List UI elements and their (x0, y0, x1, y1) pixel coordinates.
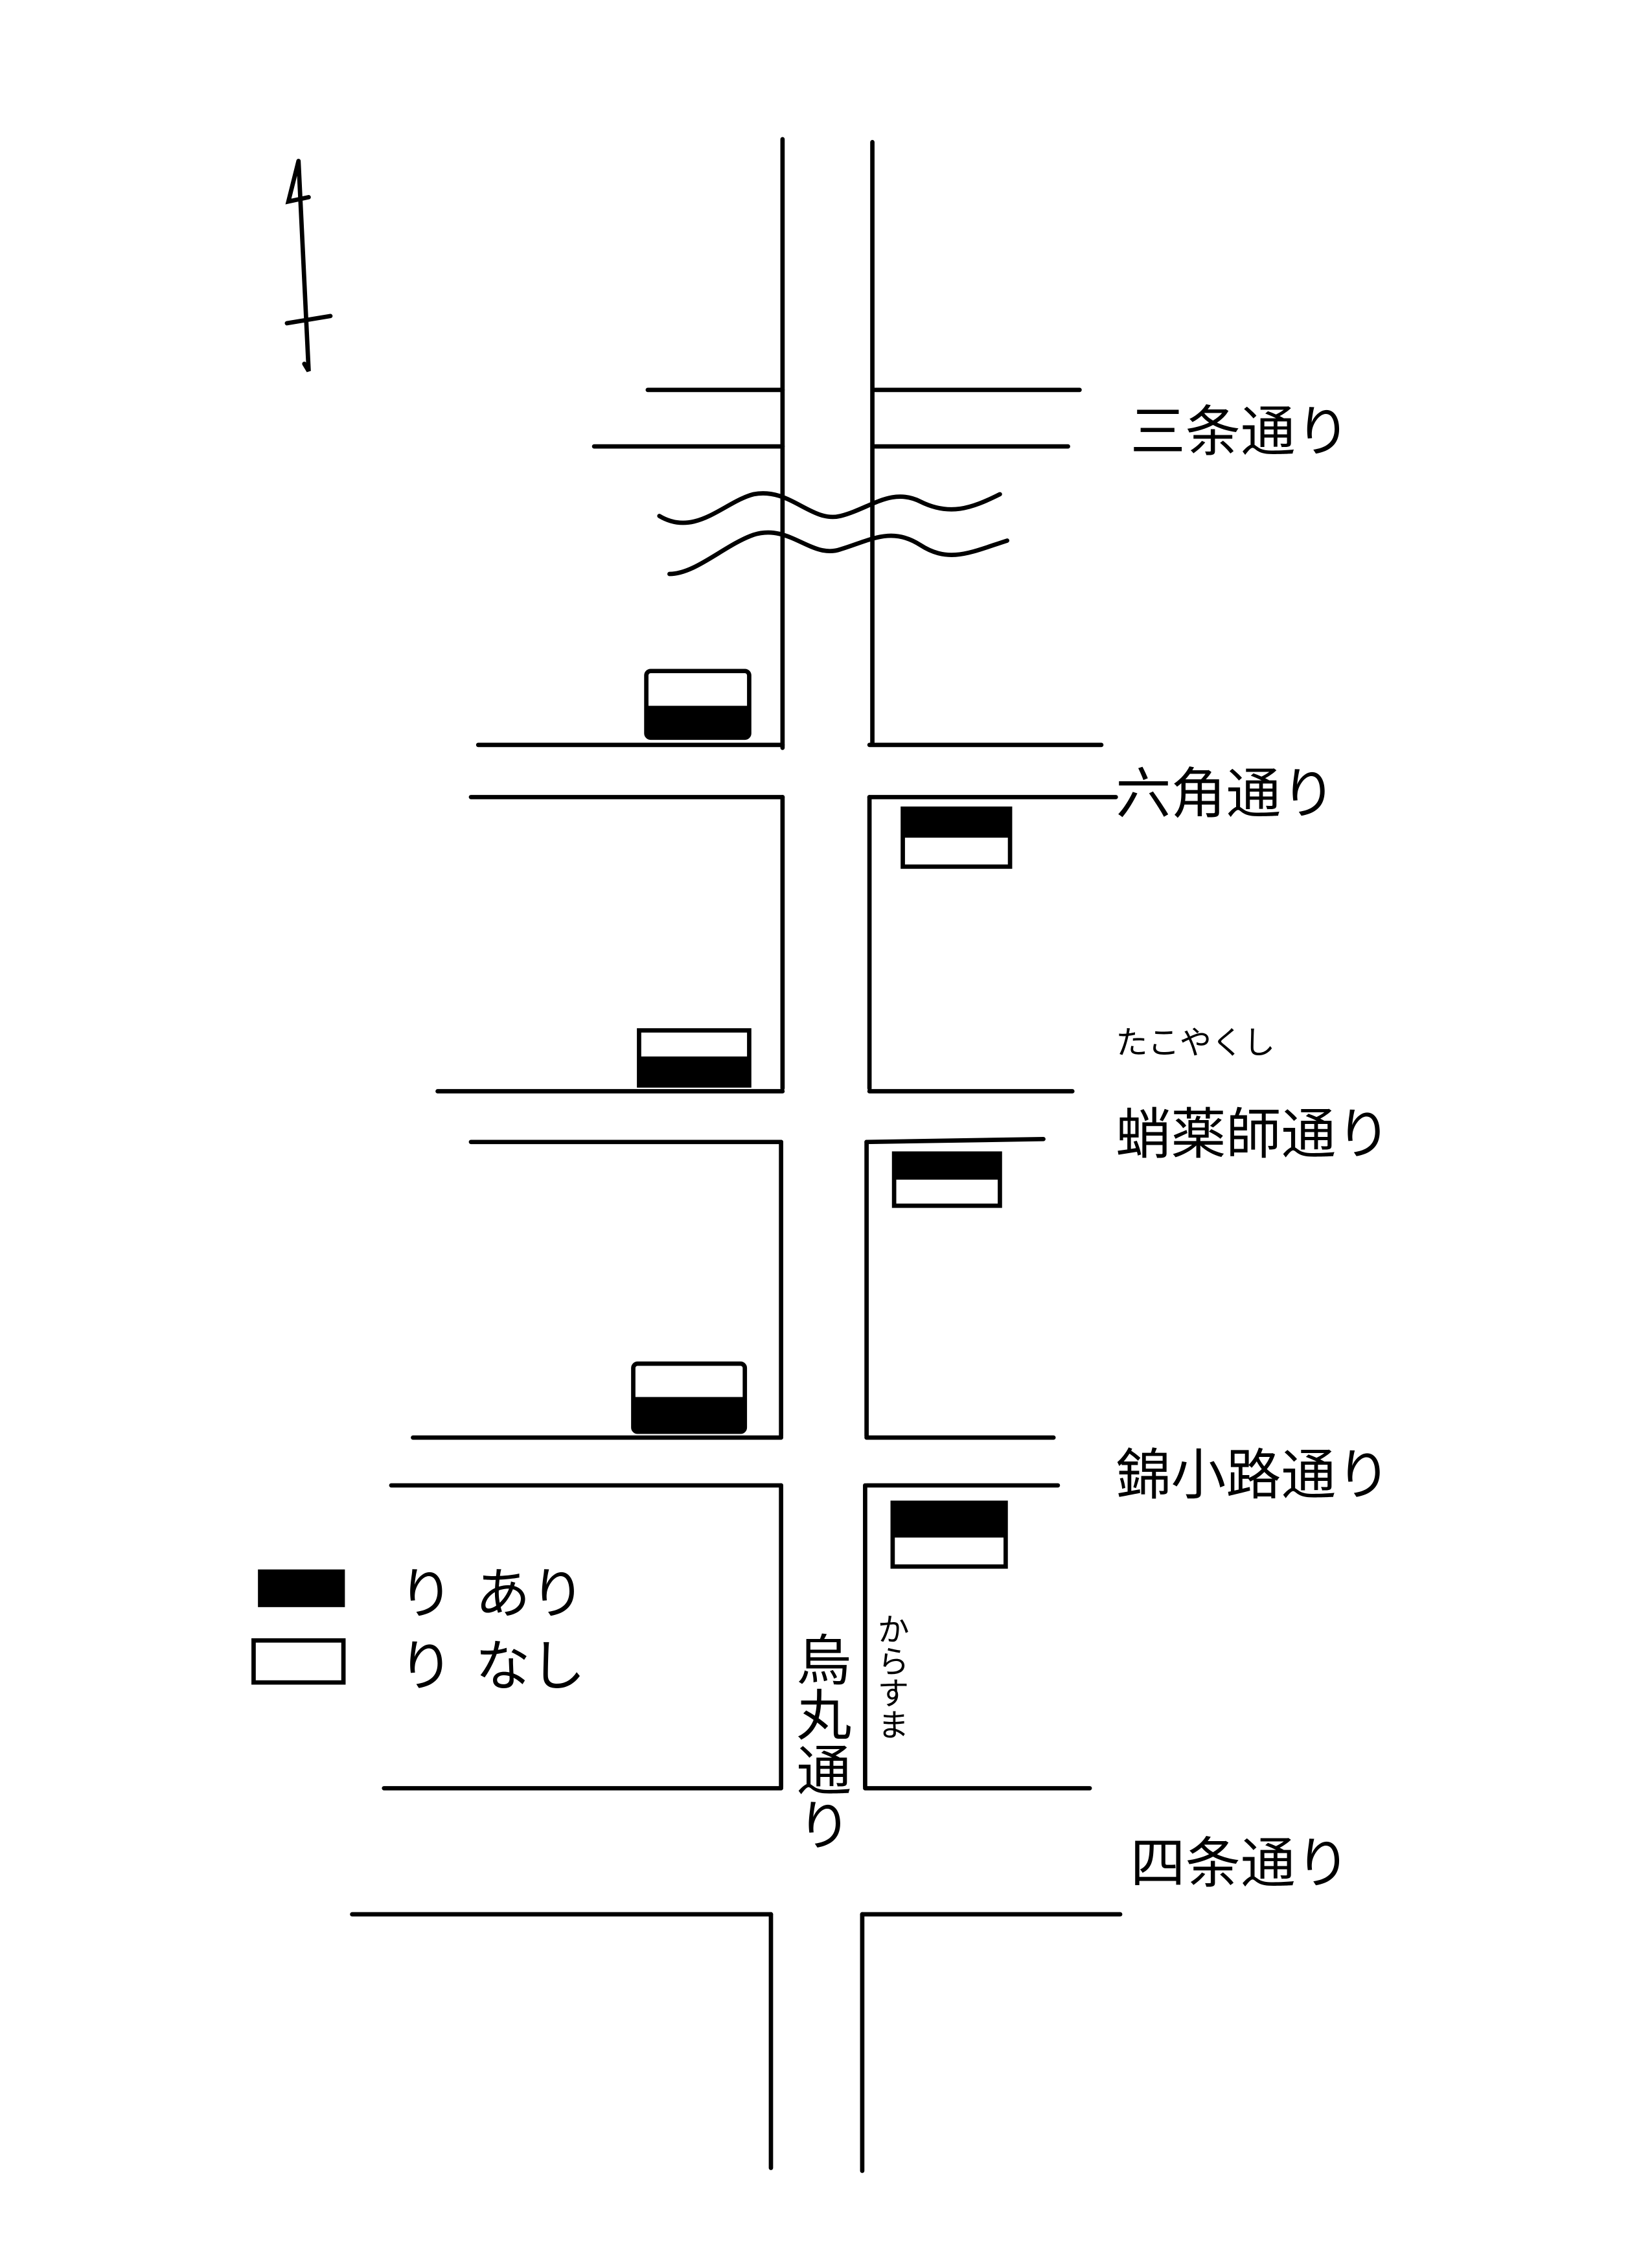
label-karasuma-reading: からすま (873, 1613, 910, 1741)
omission-wave-lines (657, 491, 1009, 577)
marker-4 (891, 1151, 1002, 1208)
north-arrow-icon (284, 159, 333, 372)
legend-label: あり (476, 1563, 586, 1627)
rokkaku-street-lines (468, 742, 1118, 799)
label-nishikikoji: 錦小路通り (1116, 1443, 1391, 1507)
legend: り あり り なし (251, 1563, 586, 1699)
karasuma-street-lines (768, 137, 875, 2173)
legend-empty-swatch (251, 1638, 346, 1685)
legend-item-empty: り なし (251, 1635, 586, 1699)
label-takoyakushi: 蛸薬師通り (1116, 1103, 1391, 1167)
shijo-street-lines (350, 1786, 1123, 1917)
marker-1 (644, 669, 751, 740)
marker-3 (637, 1028, 751, 1088)
legend-symbol: り (398, 1635, 453, 1699)
marker-6 (890, 1500, 1008, 1569)
label-shijo: 四条通り (1130, 1832, 1351, 1896)
marker-2 (901, 806, 1013, 869)
label-takoyakushi-reading: たこやくし (1116, 1024, 1275, 1061)
label-rokkaku: 六角通り (1116, 762, 1336, 827)
label-sanjo: 三条通り (1130, 400, 1351, 464)
legend-filled-swatch (258, 1569, 345, 1607)
nishikikoji-street-lines (389, 1435, 1061, 1488)
takoyakushi-street-lines (435, 1089, 1075, 1145)
marker-5 (631, 1361, 748, 1434)
legend-item-filled: り あり (258, 1563, 586, 1627)
sanjo-street-lines (591, 387, 1082, 449)
label-karasuma: 烏丸通り (786, 1632, 851, 1852)
legend-label: なし (476, 1635, 586, 1699)
legend-symbol: り (398, 1563, 453, 1627)
